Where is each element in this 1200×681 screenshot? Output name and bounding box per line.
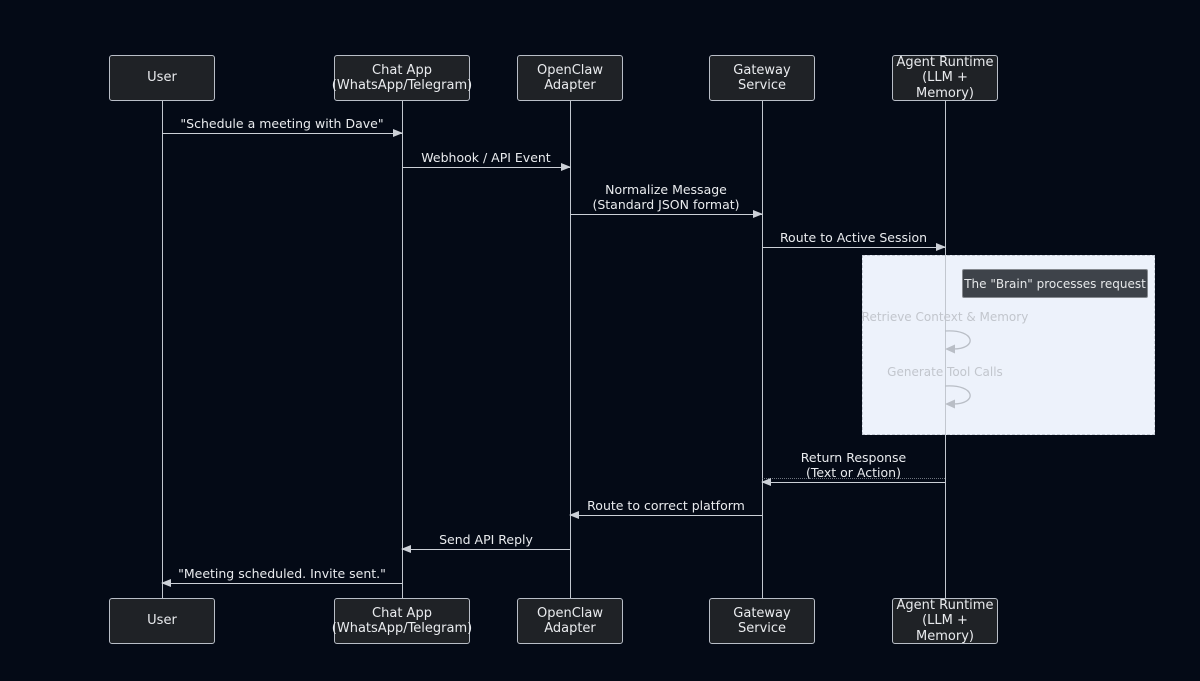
lifeline-chat-app — [402, 100, 403, 598]
message-return-response: Return Response (Text or Action) — [761, 451, 945, 486]
message-send-api-reply-label: Send API Reply — [439, 531, 533, 547]
arrow-head — [761, 478, 771, 486]
actor-openclaw-adapter-label: OpenClaw Adapter — [536, 605, 603, 636]
message-normalize-message: Normalize Message (Standard JSON format) — [570, 183, 763, 218]
message-meeting-scheduled: "Meeting scheduled. Invite sent." — [161, 566, 402, 587]
lifeline-gateway-service — [762, 100, 763, 598]
actor-user-top: User — [109, 55, 215, 101]
arrow-head — [753, 210, 763, 218]
actor-openclaw-adapter-bottom: OpenClaw Adapter — [517, 598, 623, 644]
lifeline-user — [162, 100, 163, 598]
actor-gateway-service-top: Gateway Service — [709, 55, 815, 101]
actor-openclaw-adapter-top: OpenClaw Adapter — [517, 55, 623, 101]
message-schedule-meeting: "Schedule a meeting with Dave" — [162, 116, 403, 137]
message-normalize-message-label: Normalize Message (Standard JSON format) — [592, 182, 740, 212]
actor-agent-runtime-label: Agent Runtime (LLM + Memory) — [896, 55, 994, 101]
actor-agent-runtime-top: Agent Runtime (LLM + Memory) — [892, 55, 998, 101]
message-route-to-correct-platform: Route to correct platform — [569, 498, 762, 519]
note-brain-processes-request: The "Brain" processes request — [962, 269, 1148, 298]
message-webhook-api-event-label: Webhook / API Event — [421, 149, 551, 165]
message-route-to-correct-platform-label: Route to correct platform — [587, 497, 745, 513]
actor-gateway-service-label: Gateway Service — [733, 605, 791, 636]
message-schedule-meeting-label: "Schedule a meeting with Dave" — [180, 115, 384, 131]
arrow-head — [161, 579, 171, 587]
arrow-head — [401, 545, 411, 553]
message-route-to-active-session: Route to Active Session — [762, 230, 946, 251]
self-loop-retrieve-context-label: Retrieve Context & Memory — [861, 310, 1029, 324]
actor-gateway-service-bottom: Gateway Service — [709, 598, 815, 644]
self-loop-arrow-icon — [944, 385, 971, 409]
message-meeting-scheduled-label: "Meeting scheduled. Invite sent." — [178, 565, 386, 581]
arrow-head — [561, 163, 571, 171]
message-send-api-reply: Send API Reply — [401, 532, 570, 553]
return-dashed-line — [762, 478, 945, 479]
actor-user-label: User — [147, 613, 177, 629]
actor-openclaw-adapter-label: OpenClaw Adapter — [536, 62, 603, 93]
message-return-response-label: Return Response (Text or Action) — [800, 450, 907, 480]
arrow-head — [936, 243, 946, 251]
lifeline-openclaw-adapter — [570, 100, 571, 598]
arrow-head — [393, 129, 403, 137]
self-loop-generate-tool-calls-label: Generate Tool Calls — [887, 365, 1003, 379]
actor-user-label: User — [147, 70, 177, 86]
arrow-head — [569, 511, 579, 519]
actor-user-bottom: User — [109, 598, 215, 644]
message-route-to-active-session-label: Route to Active Session — [779, 229, 928, 245]
self-loop-arrow-icon — [944, 330, 971, 354]
actor-chat-app-bottom: Chat App (WhatsApp/Telegram) — [331, 598, 473, 644]
actor-agent-runtime-bottom: Agent Runtime (LLM + Memory) — [892, 598, 998, 644]
actor-chat-app-label: Chat App (WhatsApp/Telegram) — [331, 605, 473, 636]
actor-agent-runtime-label: Agent Runtime (LLM + Memory) — [896, 598, 994, 644]
actor-chat-app-label: Chat App (WhatsApp/Telegram) — [331, 62, 473, 93]
actor-gateway-service-label: Gateway Service — [733, 62, 791, 93]
actor-chat-app-top: Chat App (WhatsApp/Telegram) — [331, 55, 473, 101]
message-webhook-api-event: Webhook / API Event — [402, 150, 571, 171]
